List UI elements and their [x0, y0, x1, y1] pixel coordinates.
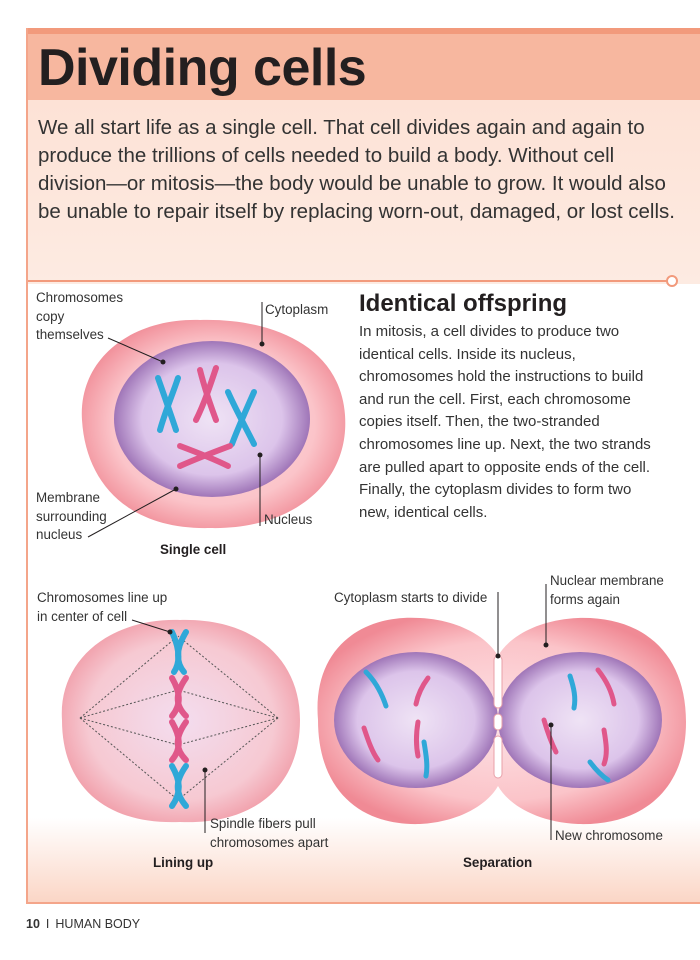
bottom-band: [28, 818, 700, 904]
cleavage-furrow: [493, 655, 503, 779]
separated-chromosomes-right: [541, 667, 617, 783]
leader-chromosomes-copy: [107, 337, 164, 363]
label-line: copy: [36, 308, 65, 324]
intro-band: We all start life as a single cell. That…: [28, 100, 700, 284]
single-cell-nucleus: [114, 341, 310, 497]
separation-diagram: [317, 617, 686, 825]
lining-up-cytoplasm: [61, 619, 300, 823]
page-footer: 10 I HUMAN BODY: [26, 917, 140, 931]
spindle-fibers: [79, 635, 279, 801]
caption-separation: Separation: [463, 855, 533, 870]
chromosome-x-blue-left: [155, 375, 181, 433]
label-nucleus: Nucleus: [264, 512, 313, 527]
divider-dot: [666, 275, 678, 287]
label-line-up: Chromosomes line up in center of cell: [37, 589, 167, 626]
single-cell-diagram: [81, 319, 346, 529]
label-line: in center of cell: [37, 608, 128, 624]
chromosome-x-blue-right: [225, 389, 257, 447]
label-line: Chromosomes line up: [37, 590, 168, 605]
leader-lines: [87, 302, 552, 840]
label-line: themselves: [36, 327, 104, 342]
page-title: Dividing cells: [38, 39, 367, 97]
label-cytoplasm: Cytoplasm: [265, 302, 329, 317]
chromosome-x-pink: [193, 365, 219, 423]
intro-paragraph: We all start life as a single cell. That…: [38, 116, 675, 223]
label-new-chromosome: New chromosome: [555, 828, 663, 843]
label-membrane: Membrane surrounding nucleus: [36, 489, 107, 545]
left-daughter-nucleus: [334, 652, 498, 788]
section-divider: [28, 280, 668, 282]
leader-membrane: [87, 488, 177, 538]
leader-line-up: [131, 619, 171, 633]
label-line: surrounding: [36, 508, 107, 524]
page-number: 10: [26, 917, 40, 931]
chromosome-x-pink-bottom: [177, 443, 233, 469]
section-heading: Identical offspring: [359, 290, 568, 317]
aligned-chromosomes: [169, 629, 189, 809]
label-line: Nuclear membrane: [550, 573, 664, 588]
label-nuclear-membrane: Nuclear membrane forms again: [550, 572, 664, 609]
label-line: Membrane: [36, 490, 101, 505]
title-band: Dividing cells: [28, 28, 700, 100]
right-daughter-nucleus: [498, 652, 662, 788]
label-line: Chromosomes: [36, 290, 124, 305]
label-spindle: Spindle fibers pull chromosomes apart: [210, 815, 328, 852]
label-chromosomes-copy: Chromosomes copy themselves: [36, 289, 123, 345]
footer-separator: I: [45, 917, 50, 931]
lining-up-diagram: [61, 619, 300, 823]
footer-section: HUMAN BODY: [55, 917, 141, 931]
label-cytoplasm-divide: Cytoplasm starts to divide: [334, 590, 488, 605]
separated-chromosomes-left: [361, 669, 431, 779]
label-line: forms again: [550, 591, 620, 607]
label-line: chromosomes apart: [210, 834, 329, 850]
label-line: Spindle fibers pull: [210, 816, 316, 831]
leader-dots: [160, 341, 554, 773]
section-body: In mitosis, a cell divides to produce tw…: [359, 323, 651, 521]
caption-single-cell: Single cell: [160, 542, 227, 557]
label-line: nucleus: [36, 527, 83, 542]
page-frame: Dividing cells We all start life as a si…: [26, 28, 700, 904]
caption-lining-up: Lining up: [153, 855, 214, 870]
